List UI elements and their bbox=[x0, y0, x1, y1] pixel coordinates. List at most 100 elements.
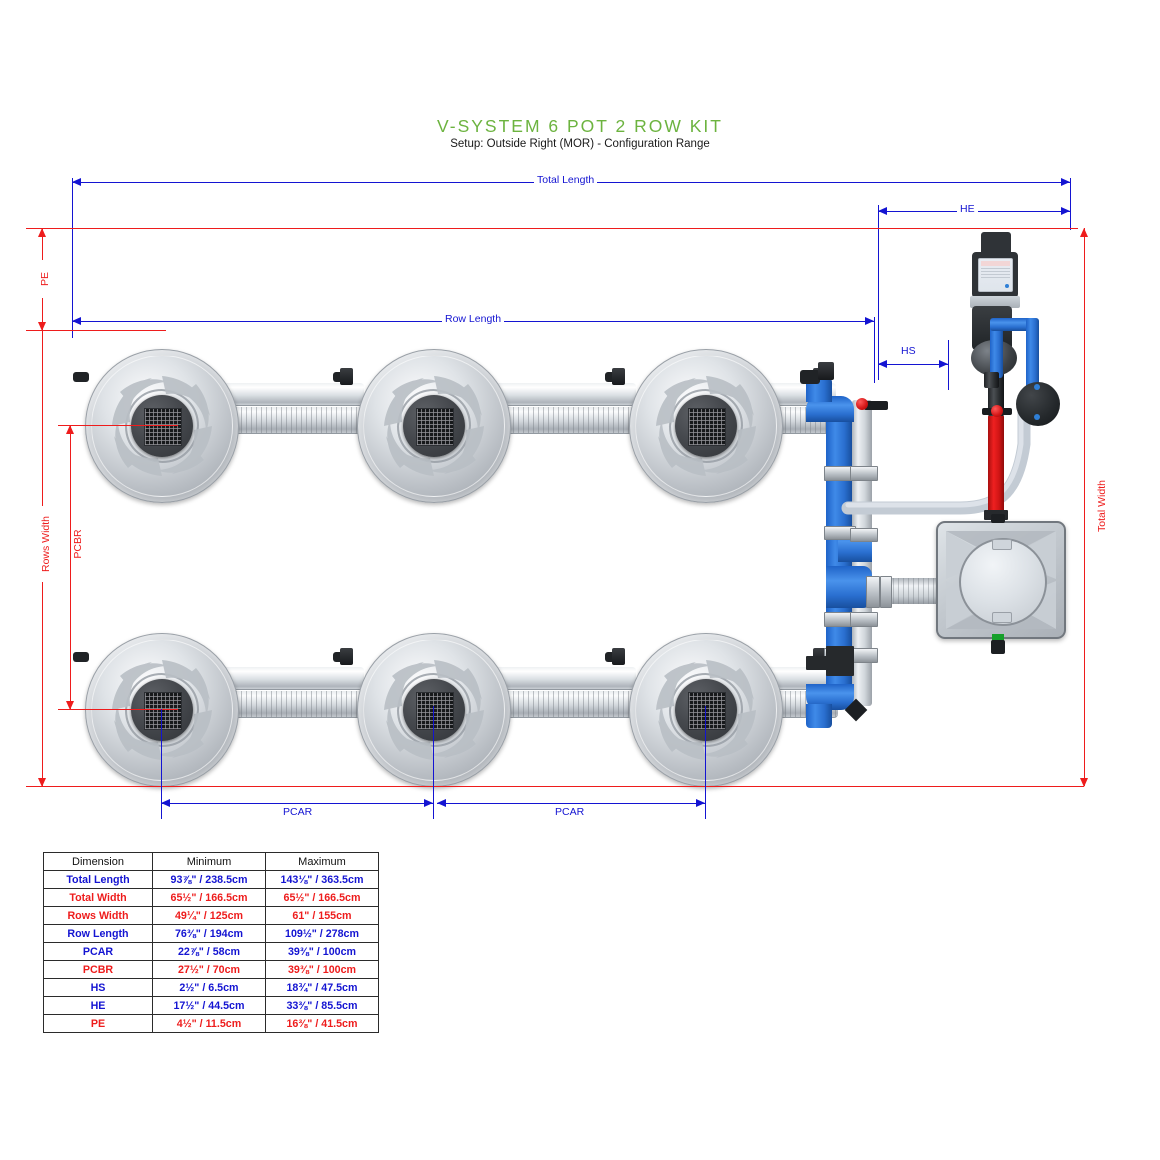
row-min-pe: 4½" / 11.5cm bbox=[152, 1014, 266, 1033]
pot-fitting-r2c1 bbox=[73, 652, 89, 662]
pe-ext-top bbox=[26, 228, 1078, 229]
pcar-right-arrow-right bbox=[696, 799, 705, 807]
row-max-he: 33⅜" / 85.5cm bbox=[265, 996, 379, 1015]
table-header-maximum: Maximum bbox=[265, 852, 379, 871]
page-subtitle: Setup: Outside Right (MOR) - Configurati… bbox=[450, 138, 710, 150]
pe-arrow-down bbox=[38, 322, 46, 331]
table-header-row: Dimension Minimum Maximum bbox=[43, 852, 379, 871]
total-length-arrow-left bbox=[72, 178, 81, 186]
row-min-total-width: 65½" / 166.5cm bbox=[152, 888, 266, 907]
reservoir-outlet-green bbox=[992, 634, 1004, 641]
row-min-pcar: 22⅞" / 58cm bbox=[152, 942, 266, 961]
manifold-top-tee bbox=[818, 362, 834, 380]
row-label-rows-width: Rows Width bbox=[43, 906, 153, 925]
row-length-arrow-left bbox=[72, 317, 81, 325]
manifold-clamp-4 bbox=[850, 528, 878, 542]
total-length-arrow-right bbox=[1061, 178, 1070, 186]
row-label-total-length: Total Length bbox=[43, 870, 153, 889]
pcbr-arrow-down bbox=[66, 701, 74, 710]
hose-fitting-2 bbox=[612, 368, 625, 385]
reservoir-tank bbox=[936, 521, 1066, 639]
feed-hose-clamp-b bbox=[880, 576, 892, 608]
row-min-pcbr: 27½" / 70cm bbox=[152, 960, 266, 979]
table-row: PCBR 27½" / 70cm 39⅜" / 100cm bbox=[43, 960, 379, 979]
dimension-table: Dimension Minimum Maximum Total Length 9… bbox=[43, 852, 379, 1033]
row-min-he: 17½" / 44.5cm bbox=[152, 996, 266, 1015]
pot-fitting-r1c1 bbox=[73, 372, 89, 382]
row-min-row-length: 76⅜" / 194cm bbox=[152, 924, 266, 943]
row-length-label: Row Length bbox=[442, 313, 505, 325]
pe-arrow-up bbox=[38, 228, 46, 237]
rows-width-ext-bottom bbox=[26, 786, 1084, 787]
pot-center-leader-bottom bbox=[58, 709, 178, 710]
total-length-label: Total Length bbox=[534, 174, 598, 186]
row-max-rows-width: 61" / 155cm bbox=[265, 906, 379, 925]
feed-hose-clamp-a bbox=[866, 576, 880, 608]
rows-width-label: Rows Width bbox=[40, 506, 52, 582]
manifold-black-cap-top bbox=[800, 370, 820, 384]
pcar-right-arrow-left bbox=[437, 799, 446, 807]
manifold-blackband-2 bbox=[806, 656, 828, 670]
pot-row1-col3 bbox=[629, 349, 783, 503]
manifold-mid-blue-block-2 bbox=[826, 566, 872, 608]
total-width-label: Total Width bbox=[1096, 468, 1108, 544]
total-width-arrow-up bbox=[1080, 228, 1088, 237]
table-row: Total Length 93⅞" / 238.5cm 143⅛" / 363.… bbox=[43, 870, 379, 889]
row-max-pcar: 39⅜" / 100cm bbox=[265, 942, 379, 961]
he-ext-left bbox=[878, 205, 879, 380]
pot-center-leader-v1 bbox=[161, 709, 162, 803]
row-label-row-length: Row Length bbox=[43, 924, 153, 943]
hs-arrow-left bbox=[878, 360, 887, 368]
row-max-pcbr: 39⅜" / 100cm bbox=[265, 960, 379, 979]
filter-port-top bbox=[1034, 384, 1040, 390]
pcar-right-line bbox=[437, 803, 705, 804]
manifold-clamp-2 bbox=[850, 466, 878, 481]
pe-ext-bottom bbox=[26, 330, 166, 331]
row-label-pe: PE bbox=[43, 1014, 153, 1033]
pump-outlet-pipe bbox=[990, 320, 1003, 378]
he-label: HE bbox=[957, 203, 978, 215]
row-length-ext-right bbox=[874, 317, 875, 383]
pot-row2-col1 bbox=[85, 633, 239, 787]
pot-row2-col3 bbox=[629, 633, 783, 787]
riser-red bbox=[988, 415, 1004, 518]
hs-label: HS bbox=[898, 345, 919, 357]
pcar-right-label: PCAR bbox=[552, 806, 588, 818]
table-row: HS 2½" / 6.5cm 18¾" / 47.5cm bbox=[43, 978, 379, 997]
page-title: V-SYSTEM 6 POT 2 ROW KIT bbox=[437, 116, 723, 136]
pcar-left-line bbox=[161, 803, 433, 804]
hs-arrow-right bbox=[939, 360, 948, 368]
table-row: Rows Width 49¼" / 125cm 61" / 155cm bbox=[43, 906, 379, 925]
manifold-bleed-valve bbox=[856, 396, 888, 412]
table-row: PCAR 22⅞" / 58cm 39⅜" / 100cm bbox=[43, 942, 379, 961]
pcar-left-ext-b bbox=[433, 706, 434, 819]
table-row: PE 4½" / 11.5cm 16⅜" / 41.5cm bbox=[43, 1014, 379, 1033]
pump-drain bbox=[984, 372, 999, 388]
pcar-left-arrow-left bbox=[161, 799, 170, 807]
riser-valve bbox=[982, 404, 1012, 418]
total-length-ext-right bbox=[1070, 178, 1071, 230]
row-max-row-length: 109½" / 278cm bbox=[265, 924, 379, 943]
table-header-dimension: Dimension bbox=[43, 852, 153, 871]
total-width-line bbox=[1084, 228, 1085, 786]
row-max-hs: 18¾" / 47.5cm bbox=[265, 978, 379, 997]
row-min-hs: 2½" / 6.5cm bbox=[152, 978, 266, 997]
row-label-pcbr: PCBR bbox=[43, 960, 153, 979]
pcbr-line bbox=[70, 425, 71, 709]
row-length-arrow-right bbox=[865, 317, 874, 325]
pcar-left-arrow-right bbox=[424, 799, 433, 807]
row-label-pcar: PCAR bbox=[43, 942, 153, 961]
he-arrow-left bbox=[878, 207, 887, 215]
row-max-total-width: 65½" / 166.5cm bbox=[265, 888, 379, 907]
row-min-rows-width: 49¼" / 125cm bbox=[152, 906, 266, 925]
row-max-pe: 16⅜" / 41.5cm bbox=[265, 1014, 379, 1033]
filter-port-bottom bbox=[1034, 414, 1040, 420]
table-row: Total Width 65½" / 166.5cm 65½" / 166.5c… bbox=[43, 888, 379, 907]
he-arrow-right bbox=[1061, 207, 1070, 215]
manifold-stub-bottom bbox=[806, 704, 832, 728]
pcbr-arrow-up bbox=[66, 425, 74, 434]
pot-row2-col2 bbox=[357, 633, 511, 787]
table-row: Row Length 76⅜" / 194cm 109½" / 278cm bbox=[43, 924, 379, 943]
row-max-total-length: 143⅛" / 363.5cm bbox=[265, 870, 379, 889]
